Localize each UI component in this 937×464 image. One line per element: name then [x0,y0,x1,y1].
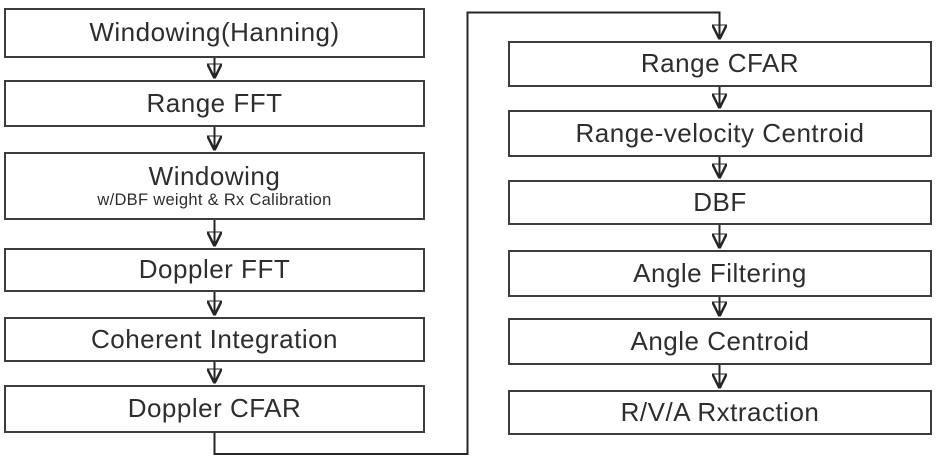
flow-box-label: Angle Centroid [630,325,810,356]
flow-box-label: Angle Filtering [633,257,807,288]
flow-box-label: Range CFAR [640,48,800,79]
flow-box-doppler-cfar: Doppler CFAR [4,385,425,433]
flow-box-angle-centroid: Angle Centroid [508,318,932,365]
flow-box-doppler-fft: Doppler FFT [4,248,425,292]
flow-box-label: DBF [693,186,747,217]
flow-box-rva-rxtraction: R/V/A Rxtraction [508,390,932,435]
flow-box-range-velocity-centroid: Range-velocity Centroid [508,110,932,157]
flow-box-range-cfar: Range CFAR [508,41,932,87]
flow-box-label: Doppler CFAR [127,393,302,424]
flow-box-range-fft: Range FFT [4,80,425,127]
flow-box-angle-filtering: Angle Filtering [508,250,932,297]
flow-box-label: Windowing [148,160,281,191]
flow-box-label: Range-velocity Centroid [575,117,865,148]
flow-box-label: R/V/A Rxtraction [620,396,820,427]
flow-box-label: Doppler FFT [138,254,291,285]
flow-box-coherent-integration: Coherent Integration [4,317,425,362]
flow-box-windowing-hanning: Windowing(Hanning) [4,8,425,58]
flow-box-dbf: DBF [508,180,932,225]
flow-box-label: Range FFT [146,87,283,118]
flow-box-label: Coherent Integration [90,323,339,354]
flow-box-label: Windowing(Hanning) [89,17,340,48]
flow-box-sublabel: w/DBF weight & Rx Calibration [97,190,332,209]
flow-box-windowing-dbf: Windowing w/DBF weight & Rx Calibration [4,152,425,220]
